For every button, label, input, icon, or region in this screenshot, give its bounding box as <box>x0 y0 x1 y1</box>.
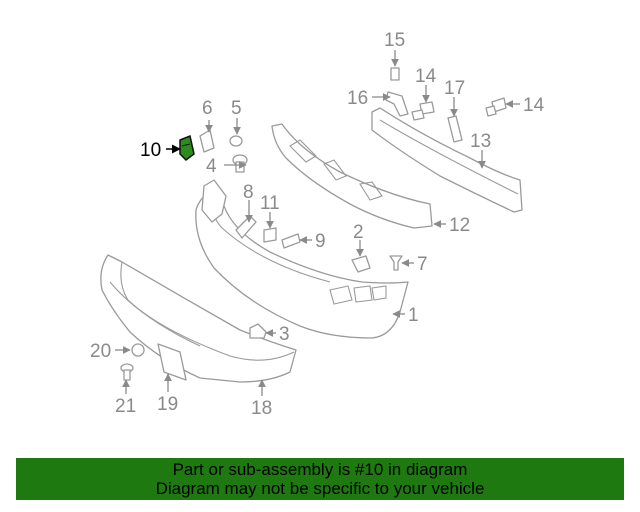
part-17-bracket <box>447 115 463 143</box>
part-18-lower-valance <box>100 254 297 383</box>
part-10-bracket-highlighted <box>179 134 195 161</box>
callout-19: 19 <box>157 394 178 415</box>
callout-21: 21 <box>115 396 136 417</box>
callout-9: 9 <box>315 231 326 252</box>
callout-5: 5 <box>231 98 242 119</box>
part-6-bracket <box>199 129 215 153</box>
banner-line-2: Diagram may not be specific to your vehi… <box>155 479 485 498</box>
part-12-energy-absorber <box>271 123 433 229</box>
part-20-retainer <box>131 343 145 357</box>
part-16-bracket <box>385 91 409 117</box>
parts-diagram: 1 2 3 4 5 6 7 8 9 10 11 12 13 14 14 15 1… <box>90 30 545 419</box>
part-15-bolt <box>390 67 400 81</box>
part-8-strip <box>235 215 257 239</box>
callout-12: 12 <box>449 215 470 236</box>
part-14-bolt-right <box>485 97 507 117</box>
callout-3: 3 <box>279 324 290 345</box>
callout-11: 11 <box>260 193 280 214</box>
banner-line-1: Part or sub-assembly is #10 in diagram <box>172 460 468 479</box>
part-2-fastener <box>351 255 371 273</box>
callout-7: 7 <box>417 254 428 275</box>
callout-8: 8 <box>243 182 254 203</box>
callout-10: 10 <box>140 140 161 161</box>
part-5-nut <box>229 135 243 147</box>
part-4-bolt <box>232 154 248 173</box>
part-7-clip <box>389 255 403 271</box>
callout-14-right: 14 <box>523 95 545 116</box>
bumper-side-bracket <box>201 179 227 223</box>
part-3-clip <box>249 323 267 339</box>
callout-2: 2 <box>353 222 364 243</box>
callout-18: 18 <box>251 398 272 419</box>
callout-20: 20 <box>90 341 111 362</box>
part-19-plate <box>157 343 187 381</box>
callout-13: 13 <box>470 131 491 152</box>
callout-15: 15 <box>384 30 405 51</box>
info-banner: Part or sub-assembly is #10 in diagram D… <box>16 458 624 500</box>
part-11-pad <box>263 227 277 243</box>
callout-6: 6 <box>202 98 213 119</box>
callout-17: 17 <box>444 78 465 99</box>
callout-1: 1 <box>408 305 419 326</box>
callout-14-left: 14 <box>415 66 437 87</box>
callout-16: 16 <box>347 88 368 109</box>
part-13-reinforcement <box>371 107 523 213</box>
part-9-pad <box>281 233 301 249</box>
callout-4: 4 <box>206 156 217 177</box>
part-21-screw <box>120 363 134 381</box>
part-14-bolt-left <box>411 101 435 121</box>
